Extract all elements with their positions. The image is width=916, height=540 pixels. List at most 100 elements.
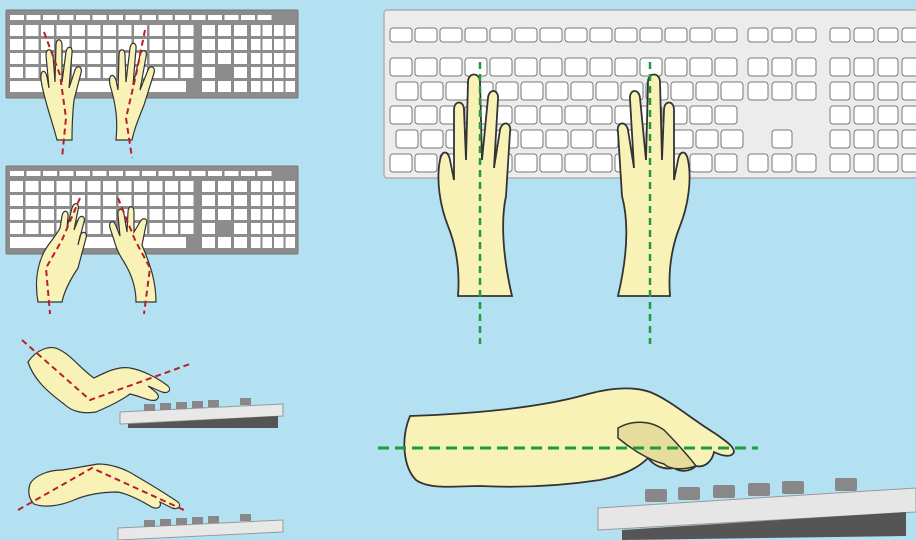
key [93, 171, 107, 176]
key [150, 53, 163, 64]
key [274, 223, 284, 234]
key [748, 58, 768, 76]
key [10, 223, 23, 234]
key [263, 67, 273, 78]
key [590, 28, 612, 42]
key [440, 28, 462, 42]
key [165, 67, 178, 78]
key [690, 106, 712, 124]
key [218, 81, 231, 92]
key [902, 58, 916, 76]
key [103, 25, 116, 36]
key [88, 209, 101, 220]
key [665, 58, 687, 76]
key [772, 154, 792, 172]
key [202, 181, 215, 192]
key [590, 58, 612, 76]
key [748, 28, 768, 42]
key [286, 53, 296, 64]
key [150, 195, 163, 206]
key [902, 28, 916, 42]
key [748, 82, 768, 100]
panel-correct-side [378, 388, 758, 486]
key [521, 130, 543, 148]
key [696, 82, 718, 100]
key [251, 67, 261, 78]
key [878, 82, 898, 100]
key [41, 181, 54, 192]
key [263, 39, 273, 50]
key [126, 15, 140, 20]
key [515, 106, 537, 124]
key [150, 181, 163, 192]
key [546, 82, 568, 100]
key [286, 181, 296, 192]
key [772, 28, 792, 42]
key [103, 39, 116, 50]
key [165, 39, 178, 50]
key [103, 181, 116, 192]
key [225, 15, 239, 20]
key [26, 223, 39, 234]
key [571, 82, 593, 100]
key [181, 181, 194, 192]
key [88, 25, 101, 36]
key [234, 53, 247, 64]
key [134, 195, 147, 206]
key [10, 39, 23, 50]
key [286, 209, 296, 220]
key [150, 25, 163, 36]
key [93, 15, 107, 20]
key [165, 195, 178, 206]
key [234, 25, 247, 36]
key [690, 154, 712, 172]
key [490, 58, 512, 76]
key [119, 195, 132, 206]
key [41, 25, 54, 36]
key [26, 209, 39, 220]
key [286, 195, 296, 206]
key [234, 195, 247, 206]
key [251, 81, 261, 92]
key [263, 25, 273, 36]
key [396, 130, 418, 148]
key [41, 39, 54, 50]
key [540, 28, 562, 42]
key [175, 171, 189, 176]
key [274, 195, 284, 206]
key [854, 154, 874, 172]
key [10, 181, 23, 192]
key [165, 181, 178, 192]
key [159, 15, 173, 20]
key [515, 154, 537, 172]
small-keyboard-top-2 [6, 166, 298, 254]
key [671, 82, 693, 100]
key [134, 181, 147, 192]
key [515, 28, 537, 42]
key [88, 53, 101, 64]
key [208, 15, 222, 20]
key [26, 53, 39, 64]
key [665, 28, 687, 42]
key [274, 53, 284, 64]
key [421, 130, 443, 148]
key [251, 195, 261, 206]
key [263, 209, 273, 220]
key [251, 237, 261, 248]
key [218, 39, 231, 50]
key [540, 154, 562, 172]
key [540, 106, 562, 124]
key [202, 25, 215, 36]
key [286, 81, 296, 92]
key [76, 15, 90, 20]
key [109, 15, 123, 20]
key [88, 67, 101, 78]
key [26, 67, 39, 78]
key [390, 58, 412, 76]
key [181, 39, 194, 50]
key [565, 154, 587, 172]
key [234, 67, 247, 78]
key [234, 181, 247, 192]
key [251, 223, 261, 234]
key [902, 82, 916, 100]
